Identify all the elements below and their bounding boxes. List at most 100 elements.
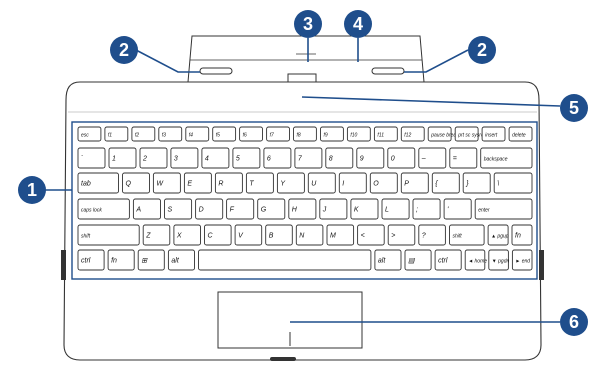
key[interactable]: > xyxy=(387,224,416,246)
callout-6: 6 xyxy=(560,308,588,336)
key[interactable]: alt xyxy=(167,249,195,271)
key[interactable]: pause break xyxy=(427,126,459,142)
key[interactable]: f3 xyxy=(158,126,183,142)
key[interactable]: alt xyxy=(374,249,402,271)
key[interactable]: ⊞ xyxy=(137,249,165,271)
key[interactable]: f12 xyxy=(400,126,425,142)
key[interactable]: 5 xyxy=(232,147,261,169)
key[interactable]: G xyxy=(257,198,286,220)
key-label: O xyxy=(373,181,379,188)
key[interactable]: ▤ xyxy=(404,249,432,271)
key[interactable]: caps lock xyxy=(77,198,130,220)
key[interactable]: 0 xyxy=(387,147,416,169)
key[interactable]: ` xyxy=(77,147,106,169)
key-label: H xyxy=(292,207,298,214)
key-label: G xyxy=(261,207,267,214)
key[interactable]: ? xyxy=(418,224,446,246)
key[interactable]: < xyxy=(357,224,385,246)
key[interactable]: f11 xyxy=(373,126,398,142)
key[interactable]: ▼ pgdn xyxy=(488,249,510,271)
key[interactable]: \ xyxy=(493,172,533,194)
key[interactable]: C xyxy=(204,224,232,246)
key[interactable]: ► end xyxy=(511,249,533,271)
key[interactable]: V xyxy=(234,224,263,246)
key-label: backspace xyxy=(484,157,508,163)
key-label: fn xyxy=(515,233,521,240)
key[interactable]: 3 xyxy=(170,147,199,169)
key[interactable]: P xyxy=(400,172,429,194)
key[interactable]: 4 xyxy=(201,147,230,169)
bottom-slot xyxy=(270,357,296,361)
key[interactable]: fn xyxy=(107,249,135,271)
key[interactable]: B xyxy=(265,224,293,246)
key[interactable]: R xyxy=(214,172,243,194)
key-label: ⊞ xyxy=(141,258,148,265)
key[interactable]: I xyxy=(338,172,367,194)
key[interactable]: shift xyxy=(77,224,140,246)
key[interactable]: f5 xyxy=(212,126,237,142)
key[interactable]: F xyxy=(226,198,255,220)
key[interactable]: O xyxy=(369,172,398,194)
key[interactable]: backspace xyxy=(480,147,533,169)
key[interactable]: – xyxy=(418,147,447,169)
key-label: > xyxy=(391,233,395,240)
key[interactable]: L xyxy=(381,198,410,220)
key[interactable]: Y xyxy=(276,172,305,194)
key[interactable]: 6 xyxy=(263,147,292,169)
key[interactable]: A xyxy=(132,198,161,220)
key[interactable]: 8 xyxy=(325,147,354,169)
key[interactable]: 1 xyxy=(108,147,137,169)
key[interactable]: S xyxy=(164,198,193,220)
key[interactable]: prt sc sysrq xyxy=(454,126,484,142)
key[interactable]: M xyxy=(326,224,355,246)
key[interactable]: insert xyxy=(481,126,506,142)
key[interactable]: H xyxy=(288,198,317,220)
key[interactable]: J xyxy=(319,198,348,220)
key[interactable]: 2 xyxy=(139,147,168,169)
key[interactable]: 7 xyxy=(294,147,323,169)
key[interactable]: ctrl xyxy=(77,249,105,271)
key[interactable]: T xyxy=(245,172,274,194)
key[interactable]: ▲ pgup xyxy=(487,224,509,246)
key[interactable]: f1 xyxy=(104,126,129,142)
key[interactable]: ctrl xyxy=(434,249,462,271)
key[interactable]: shift xyxy=(449,224,485,246)
key[interactable]: ' xyxy=(443,198,472,220)
key[interactable]: tab xyxy=(77,172,119,194)
key[interactable]: delete xyxy=(508,126,533,142)
key[interactable] xyxy=(198,249,372,271)
key[interactable]: K xyxy=(350,198,379,220)
key[interactable]: U xyxy=(307,172,336,194)
key[interactable]: } xyxy=(462,172,491,194)
key[interactable]: Z xyxy=(142,224,171,246)
key[interactable]: f4 xyxy=(185,126,210,142)
key[interactable]: esc xyxy=(77,126,102,142)
key-label: prt sc sysrq xyxy=(457,133,484,139)
key-label: f3 xyxy=(162,133,166,139)
key[interactable]: E xyxy=(183,172,212,194)
key[interactable]: f6 xyxy=(239,126,263,142)
callout-2-right-label: 2 xyxy=(477,40,487,60)
key[interactable]: Q xyxy=(122,172,150,194)
key[interactable]: { xyxy=(431,172,460,194)
key[interactable]: X xyxy=(173,224,201,246)
touchpad xyxy=(217,291,363,349)
key[interactable]: f10 xyxy=(346,126,371,142)
key[interactable]: W xyxy=(152,172,181,194)
key[interactable]: ◄ home xyxy=(464,249,487,271)
callout-6-label: 6 xyxy=(569,312,579,332)
key[interactable]: N xyxy=(295,224,324,246)
key[interactable]: f7 xyxy=(266,126,290,142)
key[interactable]: = xyxy=(449,147,478,169)
key[interactable]: f8 xyxy=(293,126,317,142)
key[interactable]: f2 xyxy=(131,126,156,142)
key-label: V xyxy=(238,233,244,240)
key-label: \ xyxy=(497,181,499,188)
key[interactable]: f9 xyxy=(320,126,344,142)
key[interactable]: 9 xyxy=(356,147,385,169)
key[interactable]: enter xyxy=(474,198,533,220)
key[interactable]: ; xyxy=(412,198,441,220)
key[interactable]: D xyxy=(195,198,224,220)
key[interactable]: fn xyxy=(511,224,533,246)
